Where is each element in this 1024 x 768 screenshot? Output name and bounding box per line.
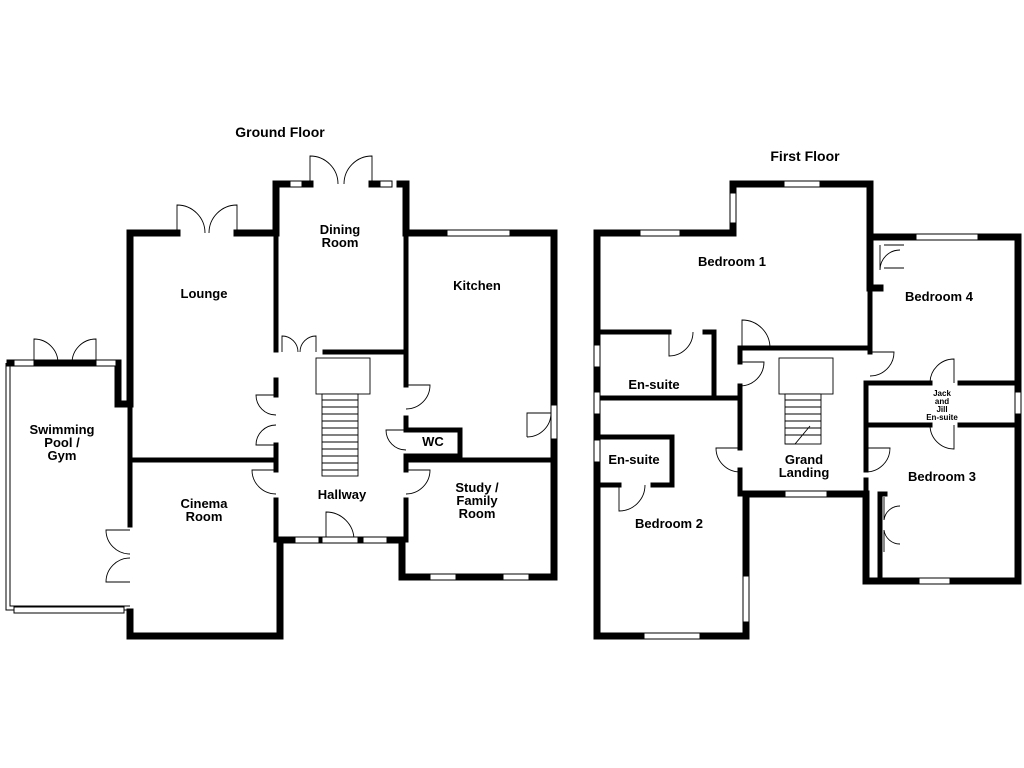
bedroom-4-label: Bedroom 4: [905, 289, 974, 304]
first-floor-staircase: [778, 357, 834, 445]
ground-floor-doors: [33, 155, 552, 583]
bedroom-2-label: Bedroom 2: [635, 516, 703, 531]
ground-floor-plan: Ground Floor Lounge Dining Room Kitchen …: [5, 124, 558, 640]
en-suite-label-b: En-suite: [608, 452, 659, 467]
ground-floor-title: Ground Floor: [235, 124, 325, 140]
hallway-label: Hallway: [318, 487, 367, 502]
ground-floor-windows: [13, 180, 558, 614]
wc-label: WC: [422, 434, 444, 449]
ground-floor-internal-walls: [127, 230, 557, 543]
first-floor-doors: [618, 244, 955, 552]
first-floor-wall-segment: [593, 229, 884, 349]
ground-floor-outer-walls: [126, 180, 558, 640]
jack-jill-label-2: and: [935, 397, 949, 406]
kitchen-label: Kitchen: [453, 278, 501, 293]
bedroom-3-label: Bedroom 3: [908, 469, 976, 484]
study-label-2: Family: [456, 493, 498, 508]
en-suite-label-a: En-suite: [628, 377, 679, 392]
first-floor-windows: [593, 180, 1022, 640]
jack-jill-label-1: Jack: [933, 389, 951, 398]
cinema-room-label-2: Room: [186, 509, 223, 524]
pool-walls: [5, 359, 134, 611]
study-label-1: Study /: [455, 480, 499, 495]
jack-jill-label-4: En-suite: [926, 413, 958, 422]
first-floor-title: First Floor: [770, 148, 840, 164]
pool-label-1: Swimming: [29, 422, 94, 437]
first-floor-internal-walls: [594, 234, 1021, 584]
lounge-label: Lounge: [181, 286, 228, 301]
dining-room-label-1: Dining: [320, 222, 360, 237]
pool-label-2: Pool /: [44, 435, 80, 450]
cinema-room-label-1: Cinema: [181, 496, 229, 511]
ground-floor-staircase: [315, 357, 371, 477]
grand-landing-label-1: Grand: [785, 452, 823, 467]
pool-label-3: Gym: [48, 448, 77, 463]
dining-room-label-2: Room: [322, 235, 359, 250]
grand-landing-label-2: Landing: [779, 465, 830, 480]
bedroom-1-label: Bedroom 1: [698, 254, 766, 269]
jack-jill-label-3: Jill: [936, 405, 947, 414]
study-label-3: Room: [459, 506, 496, 521]
first-floor-plan: First Floor Bedroom 1 Bedroom 4 En-suite…: [593, 148, 1022, 640]
